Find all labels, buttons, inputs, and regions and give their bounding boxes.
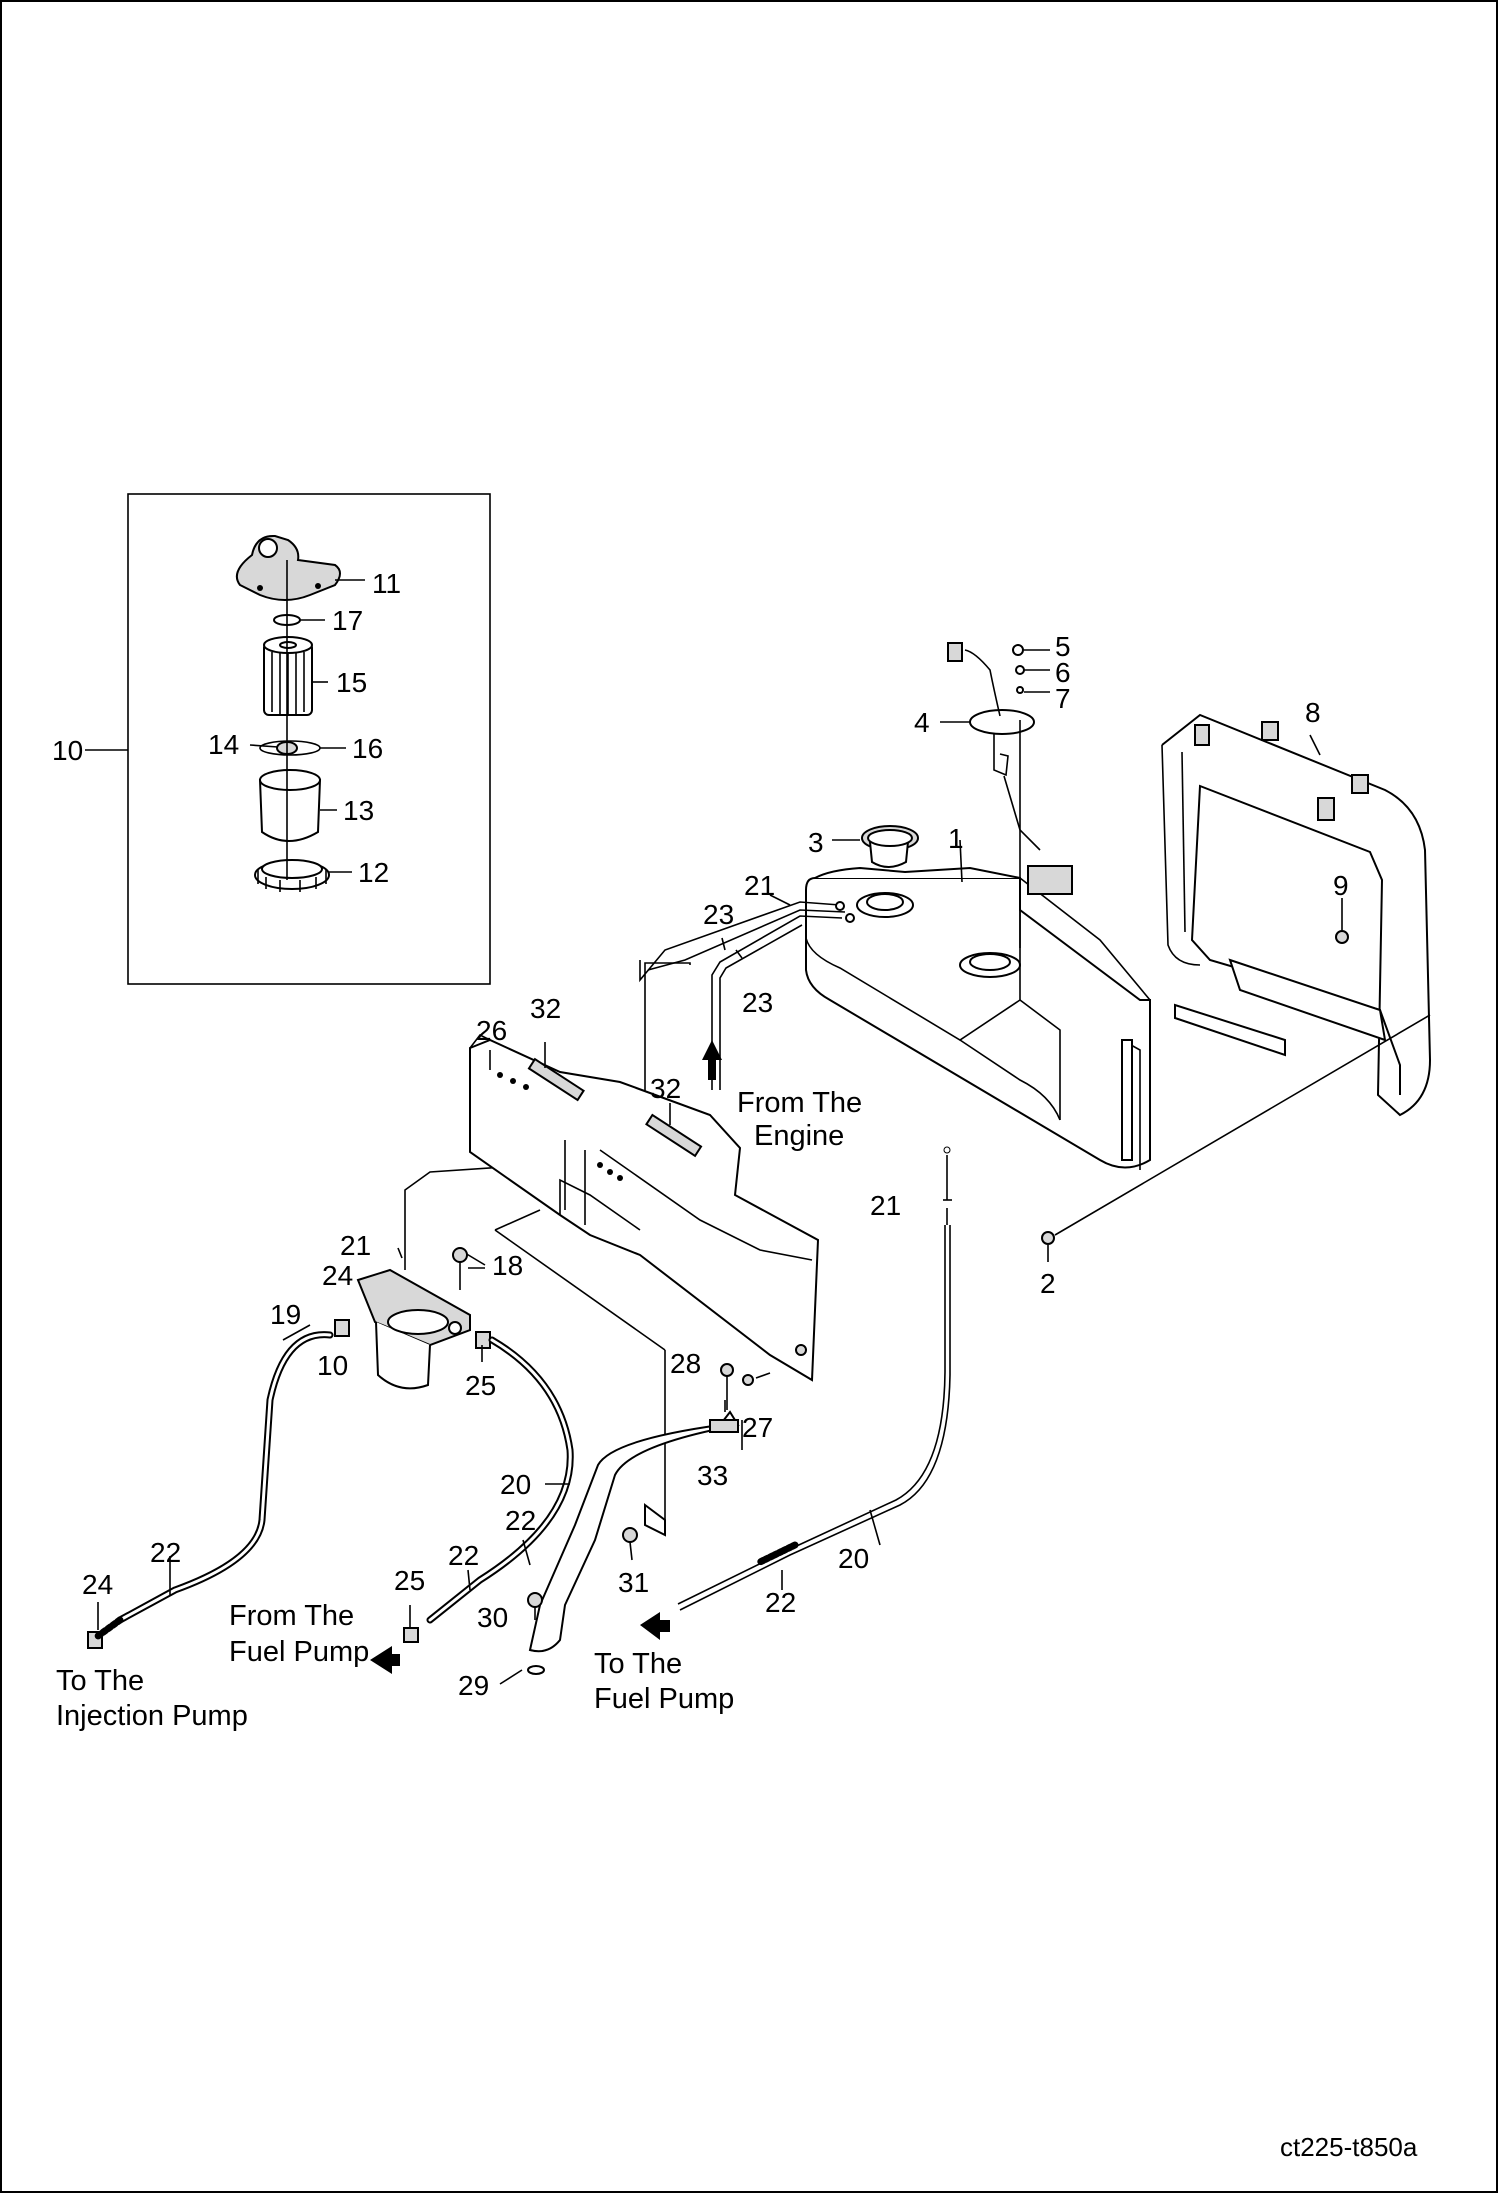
- fuel-pump-arrow-left: [370, 1646, 400, 1674]
- fuel-filter: [356, 1268, 471, 1390]
- callout-24-a: 24: [322, 1260, 353, 1291]
- callout-20-right: 20: [838, 1543, 869, 1574]
- note-to-injection-line2: Injection Pump: [56, 1700, 248, 1732]
- note-from-engine-line1: From The: [737, 1087, 862, 1119]
- callout-5: 5: [1055, 631, 1071, 662]
- callout-13: 13: [343, 795, 374, 826]
- fuel-pump-arrow-right: [640, 1612, 670, 1640]
- callout-12: 12: [358, 857, 389, 888]
- callout-25-a: 25: [465, 1370, 496, 1401]
- callout-21-top: 21: [744, 870, 775, 901]
- callout-1: 1: [948, 823, 964, 854]
- callout-18: 18: [492, 1250, 523, 1281]
- note-from-engine-line2: Engine: [754, 1120, 844, 1152]
- drawing-code: ct225-t850a: [1280, 2132, 1418, 2162]
- callout-26: 26: [476, 1015, 507, 1046]
- note-to-fuel-pump-line1: To The: [594, 1648, 682, 1680]
- from-engine-arrow: [702, 1040, 722, 1080]
- filter-head: [236, 534, 341, 601]
- callout-23-a: 23: [703, 899, 734, 930]
- callout-4: 4: [914, 707, 930, 738]
- fuel-tank: [805, 866, 1151, 1170]
- callout-10-inset: 10: [52, 735, 83, 766]
- support-bracket: [528, 1410, 740, 1653]
- callout-22-c: 22: [448, 1540, 479, 1571]
- callout-22-b: 22: [505, 1505, 536, 1536]
- callout-23-b: 23: [742, 987, 773, 1018]
- note-to-fuel-pump-line2: Fuel Pump: [594, 1683, 734, 1715]
- tank-bracket-frame: [1161, 713, 1432, 1117]
- callout-32-a: 32: [530, 993, 561, 1024]
- callout-21-left: 21: [340, 1230, 371, 1261]
- callout-20-left: 20: [500, 1469, 531, 1500]
- callout-11: 11: [372, 568, 401, 599]
- callout-2: 2: [1040, 1268, 1056, 1299]
- fuel-cap: [861, 825, 919, 868]
- callout-25-b: 25: [394, 1565, 425, 1596]
- callout-10-main: 10: [317, 1350, 348, 1381]
- callout-16: 16: [352, 733, 383, 764]
- callout-3: 3: [808, 827, 824, 858]
- callout-29: 29: [458, 1670, 489, 1701]
- callout-30: 30: [477, 1602, 508, 1633]
- callout-33: 33: [697, 1460, 728, 1491]
- callout-32-b: 32: [650, 1073, 681, 1104]
- callout-21-mid: 21: [870, 1190, 901, 1221]
- note-from-fuel-pump-line2: Fuel Pump: [229, 1636, 369, 1668]
- retainer-ring-12: [254, 859, 330, 892]
- callout-15: 15: [336, 667, 367, 698]
- note-to-injection-line1: To The: [56, 1665, 144, 1697]
- callout-22-a: 22: [150, 1537, 181, 1568]
- callout-19: 19: [270, 1299, 301, 1330]
- callout-22-d: 22: [765, 1587, 796, 1618]
- callout-24-b: 24: [82, 1569, 113, 1600]
- callout-14: 14: [208, 729, 239, 760]
- callout-9: 9: [1333, 870, 1349, 901]
- callout-28: 28: [670, 1348, 701, 1379]
- callout-7: 7: [1055, 683, 1071, 714]
- callout-6: 6: [1055, 657, 1071, 688]
- pad-32-b: [645, 1113, 703, 1158]
- filter-element: [263, 636, 313, 716]
- note-from-fuel-pump-line1: From The: [229, 1600, 354, 1632]
- callout-31: 31: [618, 1567, 649, 1598]
- pad-32-a: [527, 1057, 585, 1102]
- callout-8: 8: [1305, 697, 1321, 728]
- filter-bowl: [258, 769, 322, 842]
- callout-27: 27: [742, 1412, 773, 1443]
- callout-17: 17: [332, 605, 363, 636]
- filter-inset-box: [127, 493, 491, 985]
